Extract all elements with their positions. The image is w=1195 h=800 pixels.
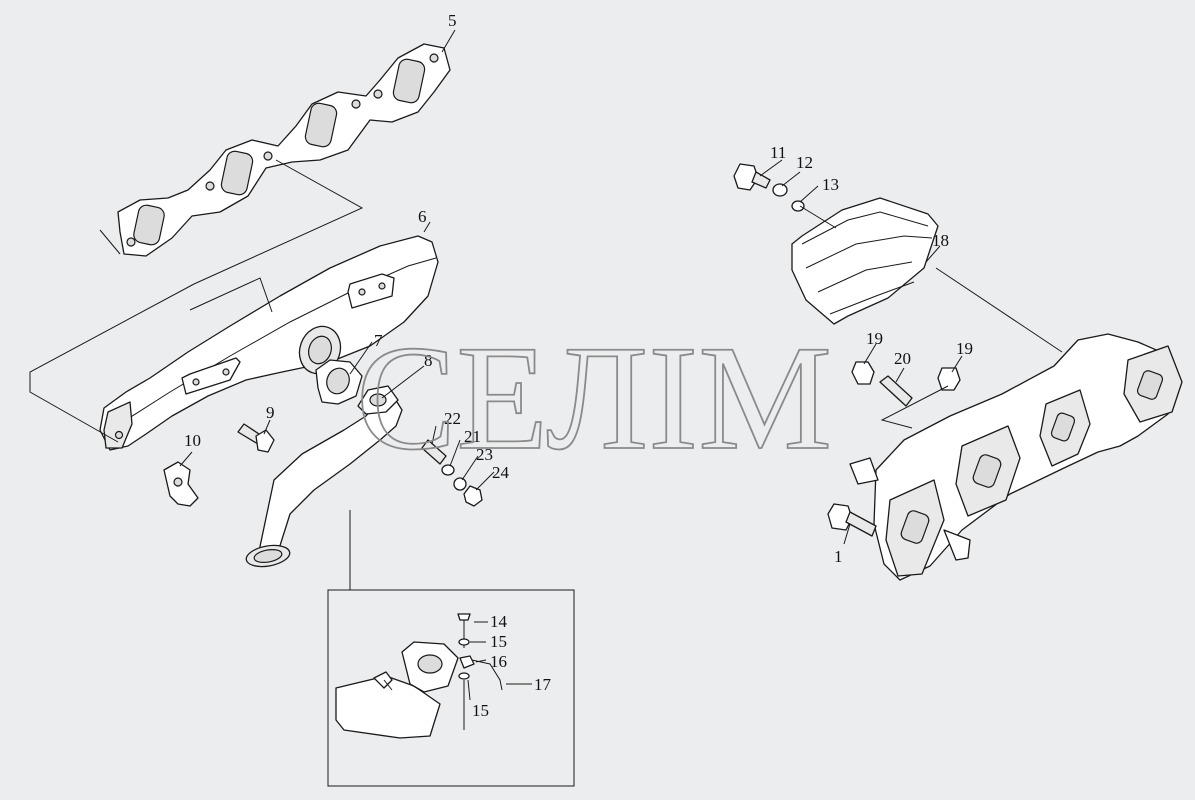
- callout-12: 12: [796, 153, 813, 172]
- callout-11: 11: [770, 143, 786, 162]
- callout-numbers: 5 6 7 8 9 10 22 21 23 24 11 12 13 18 19 …: [184, 11, 973, 720]
- callout-5: 5: [448, 11, 457, 30]
- callout-22: 22: [444, 409, 461, 428]
- callout-14: 14: [490, 612, 508, 631]
- flange-gasket: [315, 359, 363, 405]
- callout-15-bottom: 15: [472, 701, 489, 720]
- callout-6: 6: [418, 207, 427, 226]
- manifold-studs: [851, 361, 961, 407]
- callout-20: 20: [894, 349, 911, 368]
- callout-18: 18: [932, 231, 949, 250]
- callout-7: 7: [374, 331, 383, 350]
- heat-shield-bolt: [733, 163, 805, 212]
- callout-17: 17: [534, 675, 552, 694]
- callout-19-left: 19: [866, 329, 883, 348]
- callout-8: 8: [424, 351, 433, 370]
- callout-10: 10: [184, 431, 201, 450]
- callout-24: 24: [492, 463, 510, 482]
- callout-23: 23: [476, 445, 493, 464]
- leader-lines: [29, 29, 1063, 545]
- callout-19-right: 19: [956, 339, 973, 358]
- callout-16: 16: [490, 652, 507, 671]
- exhaust-gasket: [117, 43, 451, 257]
- callout-21: 21: [464, 427, 481, 446]
- detail-inset: [327, 510, 575, 787]
- mounting-bracket: [163, 461, 199, 507]
- callout-15-top: 15: [490, 632, 507, 651]
- stud-assembly: [421, 439, 483, 507]
- callout-9: 9: [266, 403, 275, 422]
- heat-shield: [791, 197, 939, 325]
- left-exhaust-manifold: [99, 235, 439, 451]
- right-exhaust-manifold: [849, 333, 1183, 581]
- bolt: [237, 423, 275, 453]
- manifold-bolt: [827, 503, 877, 537]
- watermark: СЕЛІМ: [356, 315, 832, 481]
- callout-1: 1: [834, 547, 843, 566]
- callout-13: 13: [822, 175, 839, 194]
